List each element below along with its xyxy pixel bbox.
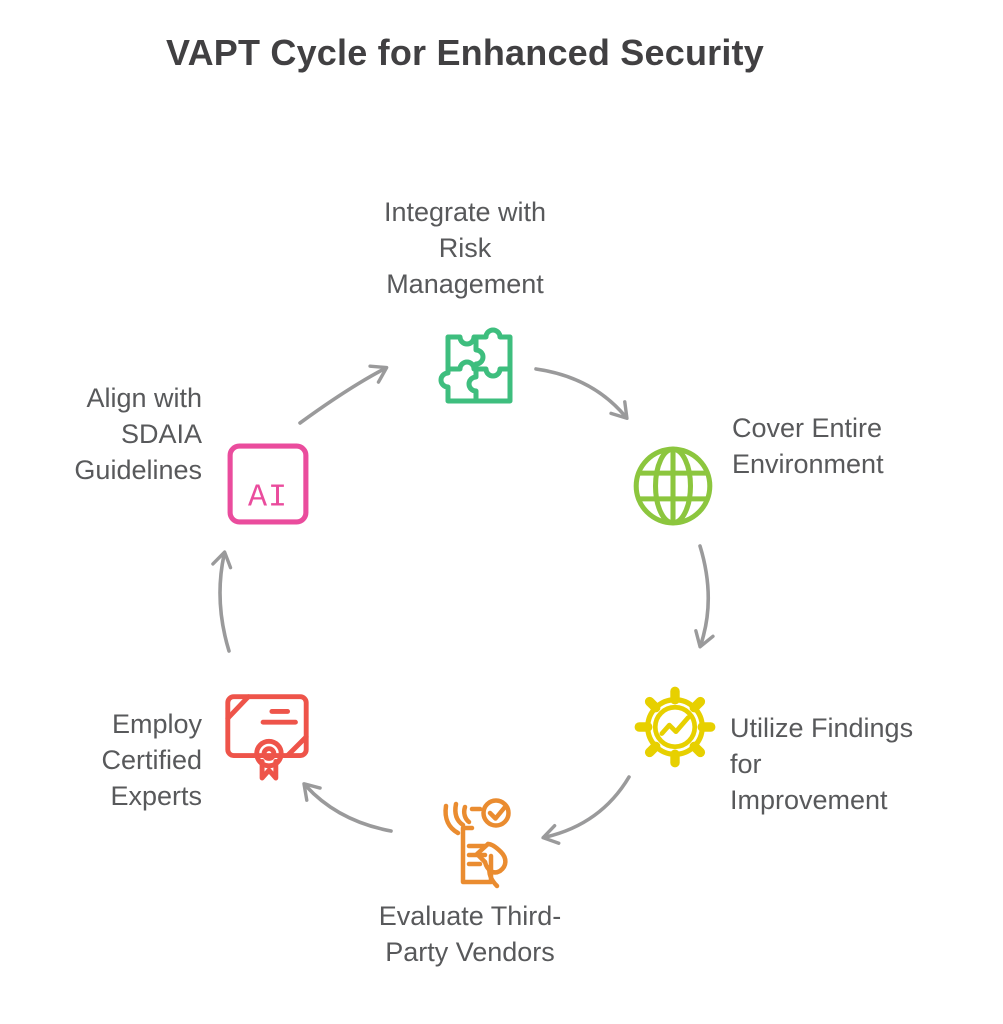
label-line: Experts — [110, 781, 202, 811]
arrow-employ-to-align — [211, 550, 233, 653]
arrow-integrate-to-cover — [534, 367, 629, 420]
certificate-icon — [225, 694, 309, 781]
arrow-align-to-integrate — [298, 364, 389, 425]
vendor-checklist-icon — [443, 798, 511, 889]
label-line: Guidelines — [74, 455, 202, 485]
label-line: Management — [386, 269, 544, 299]
node-label-employ-experts: Employ Certified Experts — [20, 706, 202, 814]
label-line: Certified — [101, 745, 202, 775]
label-line: Environment — [732, 449, 884, 479]
arrow-utilize-to-evaluate — [541, 775, 631, 845]
label-line: Evaluate Third- — [378, 901, 562, 931]
node-label-evaluate-vendors: Evaluate Third- Party Vendors — [335, 898, 605, 970]
ai-badge-text: AI — [248, 480, 288, 516]
arrow-cover-to-utilize — [694, 544, 715, 649]
node-label-integrate-risk: Integrate with Risk Management — [320, 194, 610, 302]
label-line: SDAIA — [120, 419, 202, 449]
label-line: Utilize Findings — [730, 713, 914, 743]
label-line: for — [730, 749, 762, 779]
globe-icon — [633, 446, 713, 526]
node-label-utilize-findings: Utilize Findings for Improvement — [730, 710, 985, 818]
puzzle-icon — [438, 327, 513, 404]
gear-chart-icon — [634, 686, 716, 768]
label-line: Cover Entire — [732, 413, 883, 443]
arrow-evaluate-to-employ — [302, 782, 393, 833]
page-title: VAPT Cycle for Enhanced Security — [166, 32, 764, 73]
node-label-align-sdaia: Align with SDAIA Guidelines — [20, 380, 202, 488]
label-line: Integrate with — [383, 197, 547, 227]
label-line: Improvement — [730, 785, 888, 815]
node-label-cover-environment: Cover Entire Environment — [732, 410, 982, 482]
label-line: Risk — [438, 233, 492, 263]
label-line: Employ — [111, 709, 202, 739]
ai-badge-icon: AI — [227, 443, 309, 525]
label-line: Party Vendors — [385, 937, 555, 967]
label-line: Align with — [86, 383, 202, 413]
